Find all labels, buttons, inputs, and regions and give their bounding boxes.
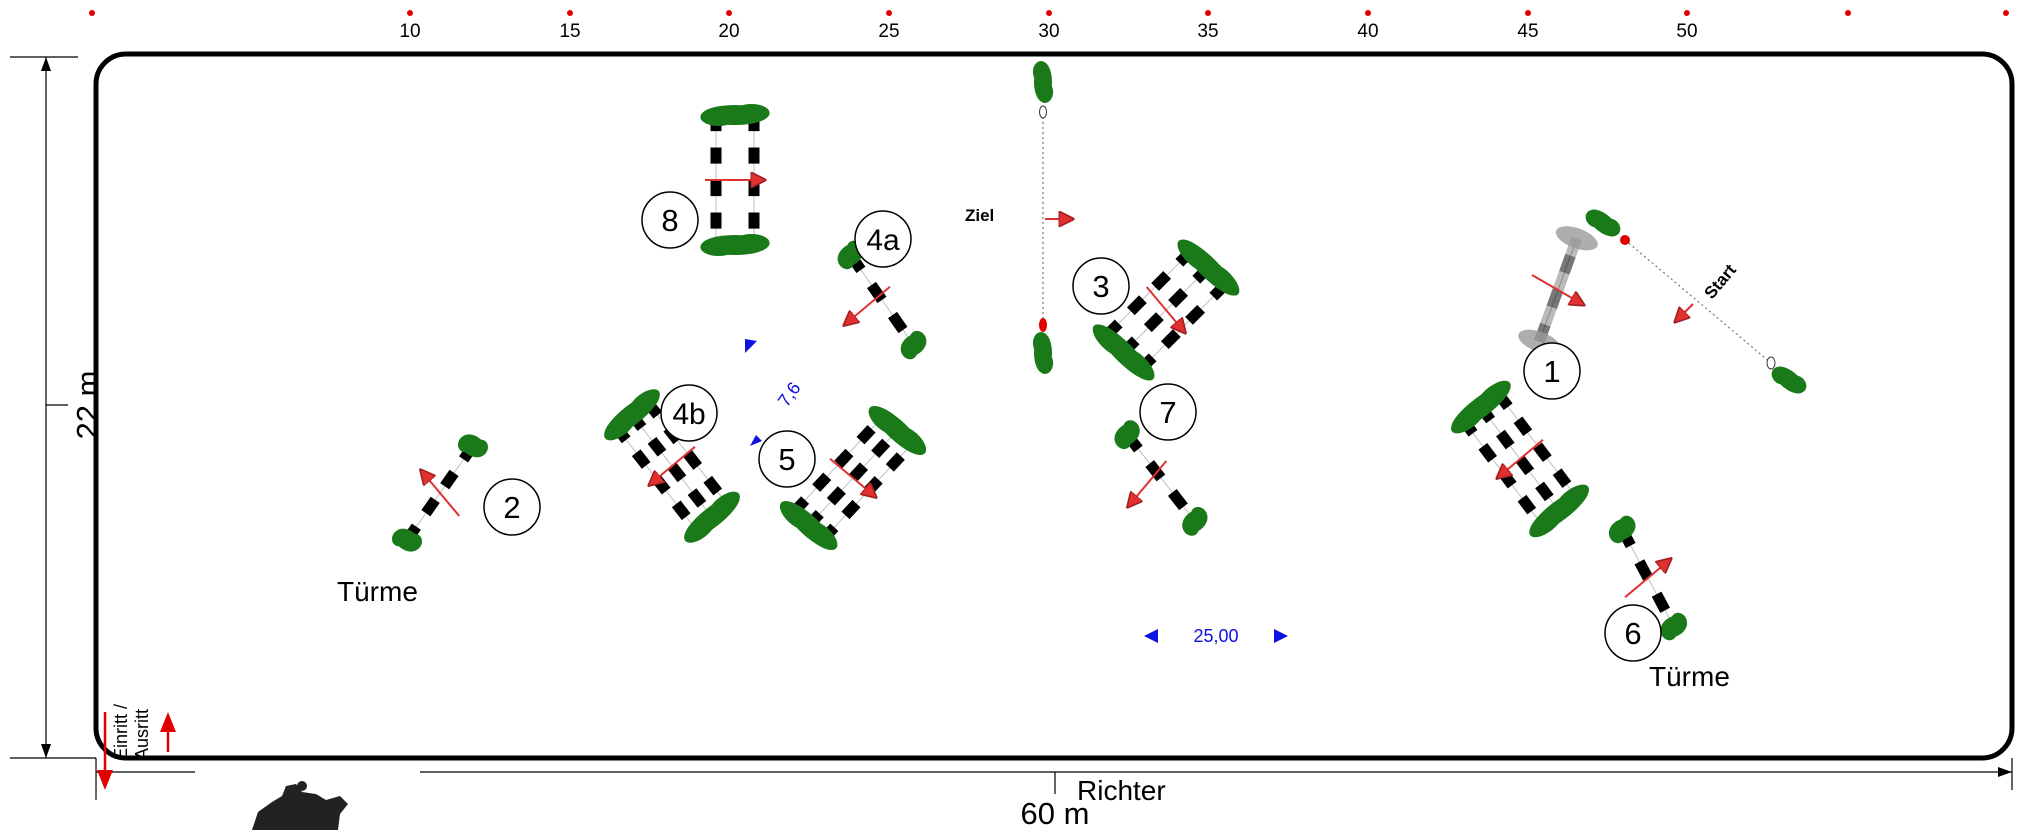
start-line: Start	[1620, 235, 1776, 370]
ruler-label-45: 45	[1517, 21, 1538, 42]
finish-flag-icon	[1039, 318, 1047, 332]
jump-4b	[604, 389, 740, 543]
ruler-tick-mark	[1046, 10, 1052, 16]
jump-number-circle	[854, 210, 912, 268]
distance-marker-2: 25,00	[1144, 626, 1288, 646]
ruler-tick-mark	[89, 10, 95, 16]
entrance-exit: Einritt / Ausritt	[97, 704, 176, 790]
distance-marker-1: 7,6	[745, 339, 805, 446]
ruler-label-50: 50	[1676, 21, 1697, 42]
ruler-label-10: 10	[399, 21, 420, 42]
jumps-layer	[391, 61, 1807, 641]
ruler-tick-mark	[726, 10, 732, 16]
ruler-tick-mark	[2003, 10, 2009, 16]
ruler-label-35: 35	[1197, 21, 1218, 42]
jump-number-1: 1	[1543, 354, 1560, 389]
arena-border	[93, 51, 2015, 761]
width-label: 60 m	[1021, 796, 1090, 830]
start-flag-icon	[1766, 356, 1776, 370]
jump-6	[1608, 515, 1688, 641]
towers-label-left: Türme	[337, 576, 418, 607]
jump-8	[700, 104, 770, 256]
ruler-label-30: 30	[1038, 21, 1059, 42]
jump-number-6: 6	[1624, 616, 1641, 651]
start-flag-icon	[1620, 235, 1630, 245]
ruler-tick-mark	[1684, 10, 1690, 16]
ruler-tick-mark	[1845, 10, 1851, 16]
jump-number-circle	[1139, 383, 1197, 441]
finish-line: Ziel	[965, 105, 1073, 332]
towers-label-right: Türme	[1649, 661, 1730, 692]
jump-number-circle	[1604, 604, 1662, 662]
jump-triple-right	[1450, 380, 1590, 538]
jump-5	[779, 405, 927, 551]
jump-number-circle	[483, 478, 541, 536]
entrance-label-1: Einritt /	[111, 704, 131, 760]
ruler-tick-mark	[886, 10, 892, 16]
ruler-tick-mark	[1365, 10, 1371, 16]
judge-label: Richter	[1077, 775, 1166, 806]
ruler-label-15: 15	[559, 21, 580, 42]
jump-3	[1092, 239, 1240, 381]
jump-1	[1518, 226, 1598, 354]
finish-hedges	[1032, 61, 1054, 374]
jump-number-8: 8	[661, 203, 678, 238]
ruler-tick-mark	[407, 10, 413, 16]
entrance-label-2: Ausritt	[132, 709, 152, 760]
jump-number-5: 5	[778, 442, 795, 477]
height-dimension: 22 m	[10, 56, 105, 759]
jump-number-7: 7	[1159, 395, 1176, 430]
jump-number-circle	[1523, 342, 1581, 400]
rider-logo-icon	[252, 781, 348, 830]
height-label: 22 m	[70, 371, 105, 440]
jump-number-circle	[641, 191, 699, 249]
ruler-tick-mark	[1525, 10, 1531, 16]
ruler-tick-mark	[567, 10, 573, 16]
jump-number-4a: 4a	[866, 224, 900, 257]
ruler-label-20: 20	[718, 21, 739, 42]
jump-number-4b: 4b	[672, 398, 705, 431]
start-label: Start	[1701, 260, 1741, 302]
finish-label: Ziel	[965, 206, 994, 225]
finish-flag-icon	[1039, 105, 1047, 119]
jump-numbers: 1 2 3 4a 4b 5 6 7 8	[483, 191, 1662, 662]
top-ruler: 10 15 20 25 30 35 40 45 50	[89, 10, 2009, 42]
jump-number-circle	[660, 384, 718, 442]
distance-label-1: 7,6	[774, 378, 805, 410]
jump-number-circle	[758, 430, 816, 488]
jump-number-2: 2	[503, 490, 520, 525]
jump-7	[1114, 420, 1208, 536]
jump-2	[391, 434, 489, 552]
start-hedges	[1585, 209, 1807, 394]
ruler-tick-mark	[1205, 10, 1211, 16]
jump-number-3: 3	[1092, 269, 1109, 304]
width-dimension: 60 m Richter	[95, 758, 2013, 830]
jump-number-circle	[1072, 257, 1130, 315]
ruler-label-25: 25	[878, 21, 899, 42]
ruler-label-40: 40	[1357, 21, 1378, 42]
distance-label-2: 25,00	[1193, 626, 1238, 646]
